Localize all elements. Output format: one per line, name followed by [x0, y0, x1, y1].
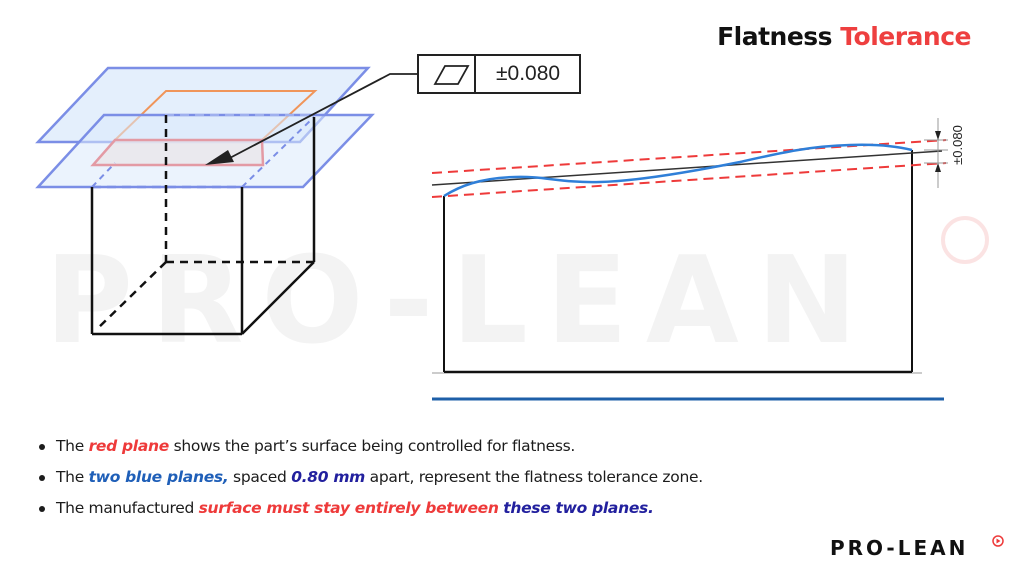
lower-zone-line	[431, 162, 947, 198]
lower-blue-plane	[35, 113, 375, 189]
profile-view: ±0.080	[431, 118, 965, 401]
watermark-logo-icon	[941, 216, 989, 264]
logo-play-icon	[992, 535, 1004, 547]
nominal-line	[431, 150, 943, 186]
actual-surface-profile	[443, 143, 913, 198]
bullet-item: The two blue planes, spaced 0.80 mm apar…	[38, 465, 703, 496]
bullet-item: The manufactured surface must stay entir…	[38, 496, 703, 527]
leader-arrow	[205, 73, 418, 165]
isometric-box	[35, 66, 375, 336]
title-part-1: Flatness	[717, 22, 833, 51]
title-part-2: Tolerance	[840, 22, 971, 51]
flatness-symbol-icon	[433, 65, 470, 85]
fcf-tolerance-value: ±0.080	[496, 62, 560, 85]
page-title: Flatness Tolerance	[717, 22, 971, 51]
explanation-list: The red plane shows the part’s surface b…	[38, 434, 703, 527]
feature-control-frame: ±0.080	[417, 54, 581, 94]
upper-zone-line	[431, 139, 947, 174]
profile-dimension-label: ±0.080	[950, 125, 965, 165]
logo-text: PRO-LEAN	[830, 536, 968, 560]
brand-logo: PRO-LEAN	[830, 534, 1010, 565]
bullet-item: The red plane shows the part’s surface b…	[38, 434, 703, 465]
